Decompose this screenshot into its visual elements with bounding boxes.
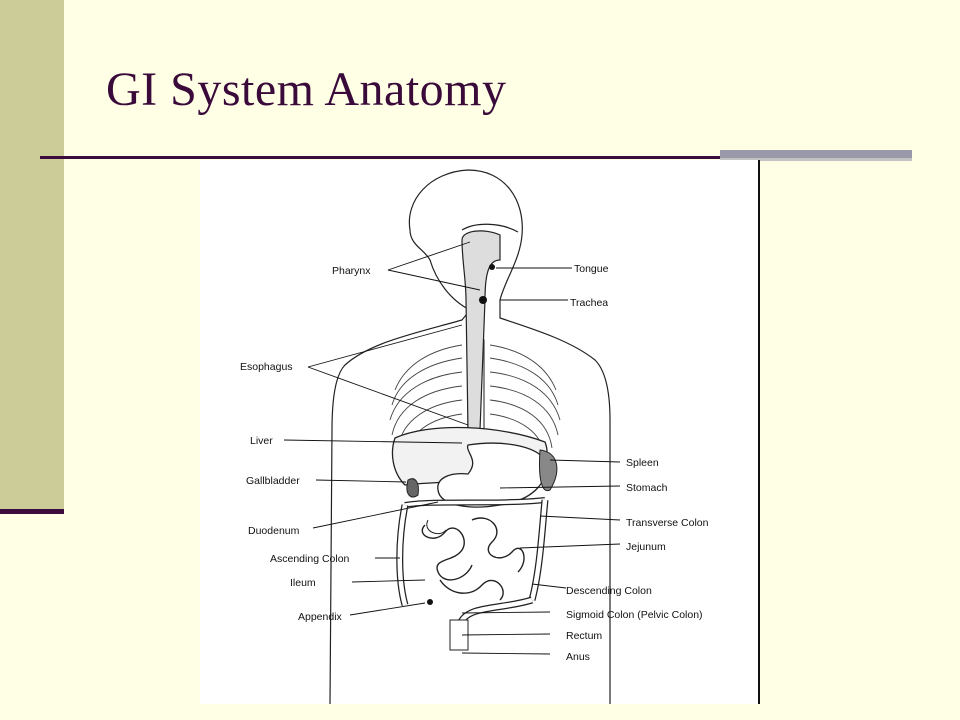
nasal-cavity bbox=[461, 223, 519, 233]
label-anus: Anus bbox=[566, 651, 590, 663]
tongue-marker bbox=[489, 264, 495, 270]
title-divider-accent bbox=[720, 150, 912, 158]
label-tongue: Tongue bbox=[574, 263, 609, 275]
stomach-organ bbox=[437, 442, 547, 508]
side-accent-bar-foot bbox=[0, 509, 64, 514]
side-accent-bar bbox=[0, 0, 64, 512]
esophagus-tube bbox=[461, 230, 501, 431]
label-rectum: Rectum bbox=[566, 630, 602, 642]
label-pharynx: Pharynx bbox=[332, 265, 371, 277]
anatomy-figure: Pharynx Tongue Trachea Esophagus Liver G… bbox=[200, 160, 760, 704]
label-spleen: Spleen bbox=[626, 457, 659, 469]
label-appendix: Appendix bbox=[298, 611, 343, 623]
appendix-marker bbox=[427, 599, 433, 605]
label-sigmoid-colon: Sigmoid Colon (Pelvic Colon) bbox=[566, 609, 703, 621]
label-descending-colon: Descending Colon bbox=[566, 585, 652, 597]
label-ileum: Ileum bbox=[290, 577, 316, 589]
body-outline bbox=[329, 169, 611, 704]
rib-cage bbox=[389, 344, 561, 459]
spleen-organ bbox=[539, 449, 558, 492]
gallbladder-organ bbox=[406, 478, 419, 498]
label-liver: Liver bbox=[250, 435, 273, 447]
trachea-marker bbox=[479, 296, 487, 304]
title-divider bbox=[40, 156, 720, 159]
slide-title: GI System Anatomy bbox=[106, 63, 507, 116]
label-esophagus: Esophagus bbox=[240, 361, 293, 373]
label-transverse-colon: Transverse Colon bbox=[626, 517, 709, 529]
label-trachea: Trachea bbox=[570, 297, 608, 309]
title-divider-accent-shadow bbox=[720, 158, 912, 161]
label-stomach: Stomach bbox=[626, 482, 668, 494]
label-ascending-colon: Ascending Colon bbox=[270, 553, 350, 565]
label-gallbladder: Gallbladder bbox=[246, 475, 300, 487]
small-intestine bbox=[421, 517, 525, 601]
label-jejunum: Jejunum bbox=[626, 541, 666, 553]
label-duodenum: Duodenum bbox=[248, 525, 300, 537]
gi-anatomy-diagram: Pharynx Tongue Trachea Esophagus Liver G… bbox=[240, 169, 709, 704]
leader-lines bbox=[283, 241, 621, 655]
